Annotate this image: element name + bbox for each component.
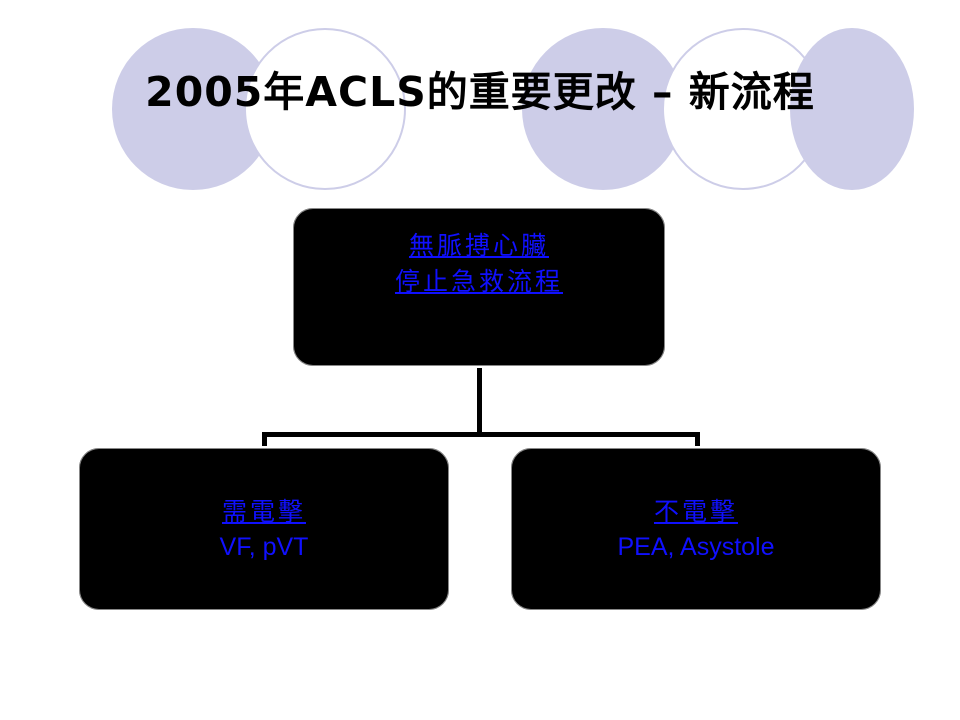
non-shockable-link[interactable]: 不電擊 [653, 497, 738, 526]
decor-circle [244, 28, 406, 190]
connector-line [262, 432, 267, 448]
connector-line [695, 432, 700, 448]
non-shockable-node: 不電擊 PEA, Asystole [509, 446, 883, 612]
decor-circle [790, 28, 914, 190]
connector-line [262, 432, 700, 437]
connector-line [477, 366, 482, 436]
non-shockable-rhythms: PEA, Asystole [617, 533, 775, 561]
shockable-node: 需電擊 VF, pVT [77, 446, 451, 612]
root-link-line1[interactable]: 無脈搏心臟 [408, 231, 549, 260]
root-node: 無脈搏心臟 停止急救流程 [291, 206, 667, 368]
shockable-link[interactable]: 需電擊 [221, 497, 306, 526]
slide-title: 2005年ACLS的重要更改 – 新流程 [145, 68, 815, 116]
shockable-rhythms: VF, pVT [219, 533, 309, 561]
decor-circle [522, 28, 684, 190]
root-link-line2[interactable]: 停止急救流程 [394, 267, 563, 296]
